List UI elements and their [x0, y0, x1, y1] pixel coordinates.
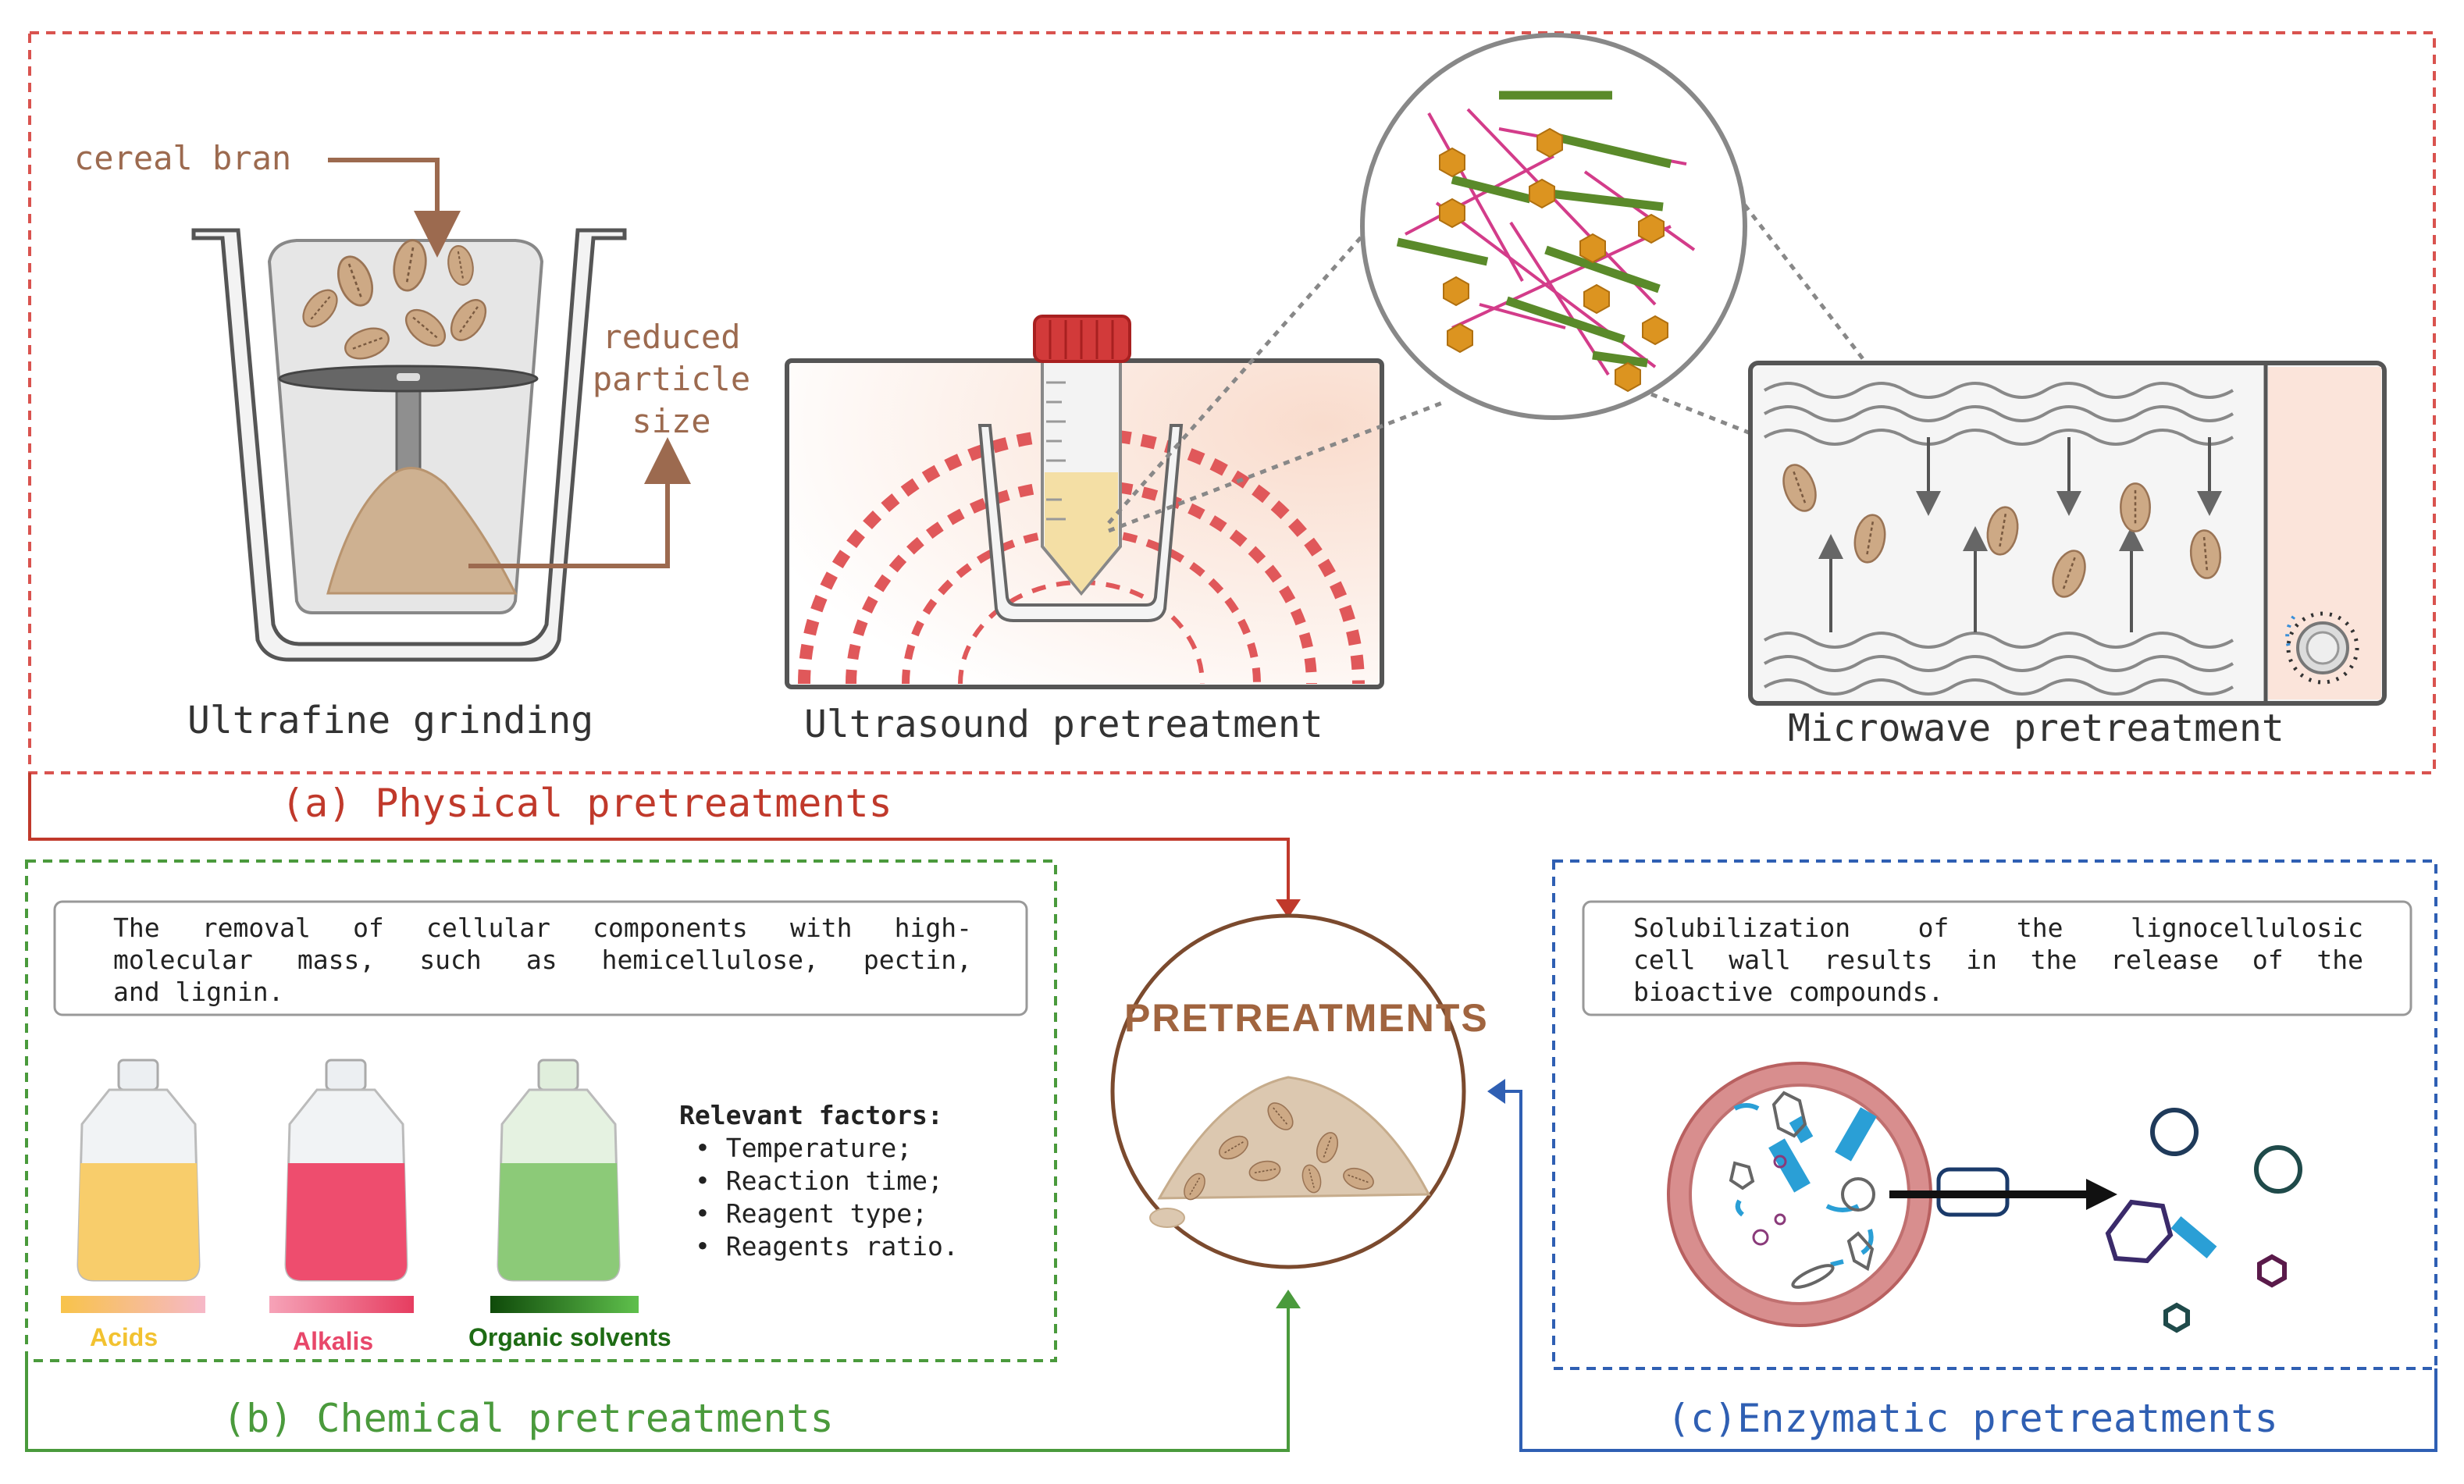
- reduced-size-arrow: [468, 437, 691, 568]
- acids-swatch: [61, 1296, 205, 1313]
- enzymatic-connector: [1499, 1090, 2437, 1452]
- alkalis-swatch: [269, 1296, 414, 1313]
- chemical-description: The removal of cellular components with …: [113, 912, 972, 1008]
- acids-label: Acids: [90, 1323, 158, 1351]
- chemical-section-border: [25, 859, 1057, 1362]
- relevant-factors: Relevant factors: • Temperature; • React…: [679, 1099, 959, 1263]
- alkali-bottle: [284, 1059, 408, 1282]
- organic-solvents-label: Organic solvents: [468, 1323, 671, 1351]
- chemical-description-line-3: and lignin.: [113, 977, 284, 1007]
- chemical-description-box: [53, 900, 1028, 1016]
- factor-item: • Reagents ratio.: [695, 1231, 959, 1262]
- grinder-illustration: [191, 228, 627, 662]
- organic-solvent-bottle: [497, 1059, 621, 1282]
- enzymatic-description-line-2: cell wall results in the release of the: [1633, 945, 2363, 975]
- cereal-bran-label: cereal bran: [74, 139, 292, 177]
- enzymatic-description-line-1: Solubilization of the lignocellulosic: [1633, 913, 2363, 943]
- chemical-description-line-1: The removal of cellular components with …: [113, 913, 972, 943]
- center-title: PRETREATMENTS: [1124, 996, 1489, 1040]
- ultrasound-label: Ultrasound pretreatment: [804, 703, 1323, 746]
- microwave-illustration: [1748, 361, 2387, 706]
- cell-wall-zoom: [1107, 33, 1985, 533]
- physical-connector: [28, 773, 1290, 906]
- ultrafine-grinding-label: Ultrafine grinding: [187, 699, 594, 742]
- reduced-line-2: particle: [592, 360, 751, 398]
- enzymatic-description-box: [1582, 900, 2412, 1016]
- enzymatic-section-title: (c)Enzymatic pretreatments: [1667, 1396, 2278, 1441]
- reduced-particle-size-label: reduced particle size: [574, 316, 769, 443]
- factor-item: • Reaction time;: [695, 1165, 943, 1196]
- enzymatic-cell-illustration: [1667, 1062, 2302, 1333]
- center-pretreatments-circle: [1110, 913, 1466, 1269]
- enzymatic-description: Solubilization of the lignocellulosic ce…: [1633, 912, 2363, 1008]
- chemical-connector-arrowhead: [1276, 1290, 1301, 1308]
- physical-section-title: (a) Physical pretreatments: [281, 781, 892, 826]
- enzymatic-description-line-3: bioactive compounds.: [1633, 977, 1944, 1007]
- chemical-description-line-2: molecular mass, such as hemicellulose, p…: [113, 945, 972, 975]
- factor-item: • Temperature;: [695, 1133, 913, 1163]
- chemical-connector: [25, 1300, 1290, 1452]
- physical-section-border: [28, 31, 2436, 774]
- chemical-section-title: (b) Chemical pretreatments: [223, 1396, 834, 1441]
- physical-connector-arrowhead: [1276, 899, 1301, 918]
- microwave-label: Microwave pretreatment: [1788, 706, 2284, 750]
- enzymatic-connector-arrowhead: [1487, 1079, 1505, 1104]
- cereal-bran-arrow: [328, 158, 461, 258]
- organic-solvents-swatch: [490, 1296, 639, 1313]
- ultrasound-illustration: [785, 315, 1384, 689]
- enzymatic-section-border: [1552, 859, 2437, 1370]
- reduced-line-3: size: [632, 402, 711, 440]
- alkalis-label: Alkalis: [293, 1327, 374, 1355]
- relevant-factors-heading: Relevant factors:: [679, 1100, 943, 1130]
- acid-bottle: [77, 1059, 201, 1282]
- reduced-line-1: reduced: [602, 318, 741, 356]
- factor-item: • Reagent type;: [695, 1198, 928, 1229]
